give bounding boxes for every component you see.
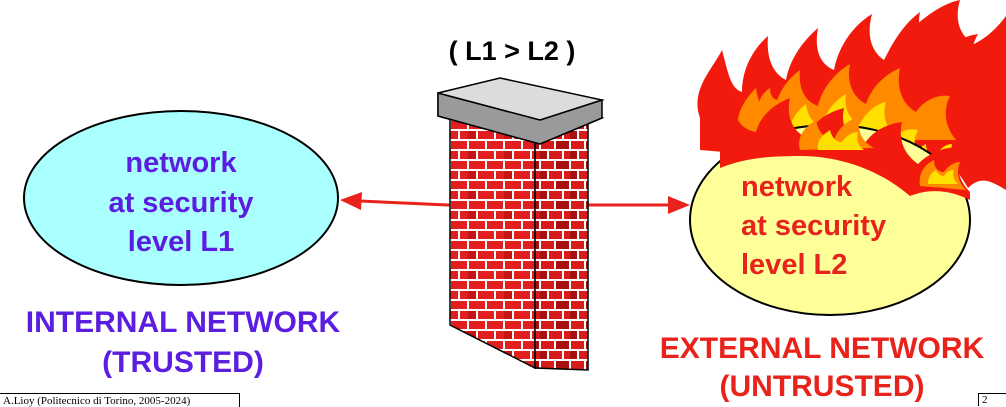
external-line-2: at security <box>741 210 886 242</box>
external-network-caption: EXTERNAL NETWORK (UNTRUSTED) <box>660 332 985 403</box>
external-caption-line-1: EXTERNAL NETWORK <box>660 332 985 365</box>
internal-line-2: at security <box>108 187 253 219</box>
security-relation-label: ( L1 > L2 ) <box>449 36 576 66</box>
internal-line-3: level L1 <box>128 226 234 258</box>
external-line-1: network <box>741 171 853 203</box>
left-arrowhead-icon <box>340 192 362 210</box>
internal-line-1: network <box>125 147 237 179</box>
external-line-3: level L2 <box>741 249 847 281</box>
flames-overlay-icon <box>716 98 970 200</box>
footer-credit: A.Lioy (Politecnico di Torino, 2005-2024… <box>0 393 240 407</box>
right-arrowhead-icon <box>668 196 690 214</box>
internal-caption-line-1: INTERNAL NETWORK <box>26 306 341 339</box>
page-number: 2 <box>978 393 1006 406</box>
external-caption-line-2: (UNTRUSTED) <box>720 370 925 403</box>
firewall-wall-icon <box>437 77 605 371</box>
internal-caption-line-2: (TRUSTED) <box>102 346 264 379</box>
internal-network-caption: INTERNAL NETWORK (TRUSTED) <box>26 306 341 379</box>
external-network-label: network at security level L2 <box>741 171 886 281</box>
internal-network-ellipse <box>23 110 339 286</box>
internal-network-label: network at security level L1 <box>108 147 253 258</box>
